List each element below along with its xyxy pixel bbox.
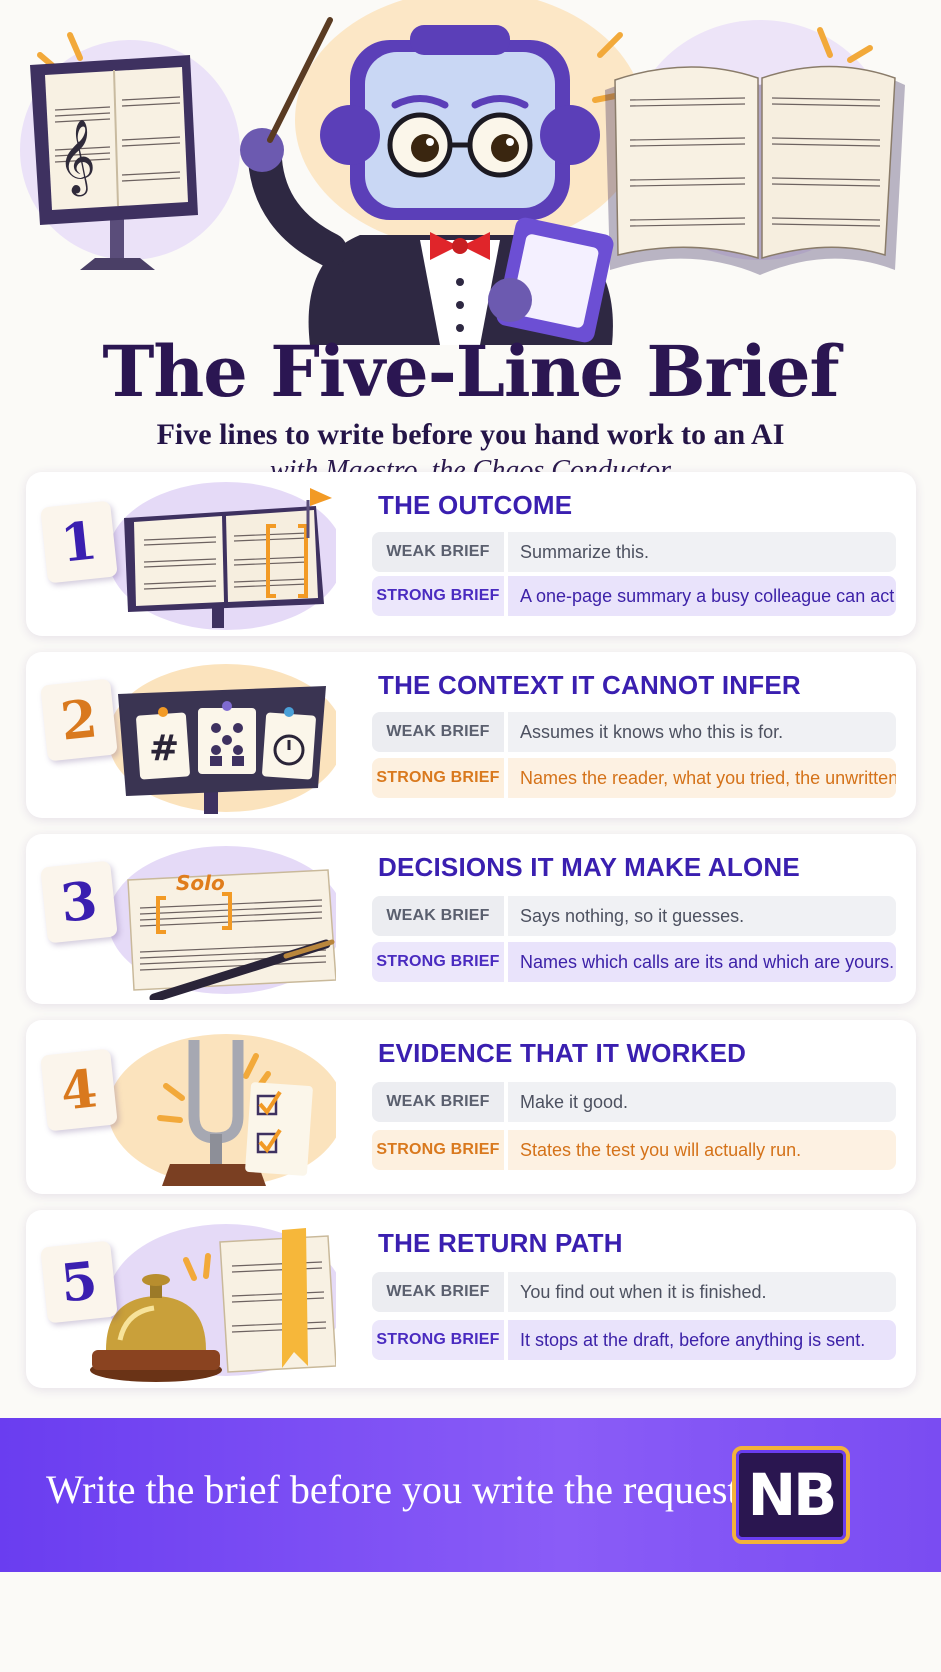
weak-brief-row: WEAK BRIEF Make it good. [372,1082,896,1122]
strong-brief-text: Names which calls are its and which are … [508,942,896,982]
weak-brief-label: WEAK BRIEF [372,712,504,752]
strong-brief-text: States the test you will actually run. [508,1130,896,1170]
weak-brief-label: WEAK BRIEF [372,896,504,936]
brief-card-1: 1 THE OUTCOME WEAK BRIEF Summarize this.… [26,472,916,636]
step-number-2: 2 [40,678,118,762]
weak-brief-row: WEAK BRIEF Summarize this. [372,532,896,572]
card-title: DECISIONS IT MAY MAKE ALONE [378,852,800,882]
strong-brief-row: STRONG BRIEF A one-page summary a busy c… [372,576,896,616]
strong-brief-text: A one-page summary a busy colleague can … [508,576,896,616]
strong-brief-row: STRONG BRIEF Names which calls are its a… [372,942,896,982]
weak-brief-text: Says nothing, so it guesses. [508,896,896,936]
score-with-baton-icon: Solo [36,840,372,1000]
page-title: The Five-Line Brief [102,330,839,413]
strong-brief-row: STRONG BRIEF It stops at the draft, befo… [372,1320,896,1360]
maestro-robot-illustration: 𝄞 [20,0,905,345]
step-number-4: 4 [40,1048,118,1132]
brief-card-3: Solo 3 DECISIONS IT MAY MAKE ALONE WEAK … [26,834,916,1004]
card-title: THE OUTCOME [378,490,573,520]
weak-brief-text: Summarize this. [508,532,896,572]
card-title: THE CONTEXT IT CANNOT INFER [378,670,801,700]
step-number-3: 3 [40,860,118,944]
step-number-1: 1 [40,500,118,584]
page-subtitle: Five lines to write before you hand work… [156,418,785,451]
open-book-right [605,65,905,275]
weak-brief-label: WEAK BRIEF [372,532,504,572]
strong-brief-label: STRONG BRIEF [372,758,504,798]
strong-brief-label: STRONG BRIEF [372,1320,504,1360]
strong-brief-row: STRONG BRIEF States the test you will ac… [372,1130,896,1170]
footer-text: Write the brief before you write the req… [46,1467,749,1512]
hero-illustration: 𝄞 [0,0,941,345]
tuning-fork-checklist-icon [36,1026,372,1192]
strong-brief-label: STRONG BRIEF [372,942,504,982]
robot-conductor [240,17,614,345]
strong-brief-text: Names the reader, what you tried, the un… [508,758,896,798]
weak-brief-text: You find out when it is finished. [508,1272,896,1312]
weak-brief-label: WEAK BRIEF [372,1082,504,1122]
brief-card-5: 5 THE RETURN PATH WEAK BRIEF You find ou… [26,1210,916,1388]
nb-logo: NB [732,1446,850,1544]
brief-card-2: # 2 THE CONTEXT IT CANNOT INFER WEAK BRI… [26,652,916,818]
svg-text:#: # [149,728,179,769]
music-stand-with-flag-icon [36,478,372,630]
weak-brief-label: WEAK BRIEF [372,1272,504,1312]
bell-and-score-icon [36,1216,372,1384]
weak-brief-row: WEAK BRIEF You find out when it is finis… [372,1272,896,1312]
svg-text:𝄞: 𝄞 [58,120,96,197]
card-title: THE RETURN PATH [378,1228,623,1258]
board-with-cards-icon: # [36,658,372,814]
weak-brief-text: Make it good. [508,1082,896,1122]
brief-card-4: 4 EVIDENCE THAT IT WORKED WEAK BRIEF Mak… [26,1020,916,1194]
bottom-strip [0,1572,941,1672]
weak-brief-row: WEAK BRIEF Assumes it knows who this is … [372,712,896,752]
strong-brief-label: STRONG BRIEF [372,1130,504,1170]
footer-banner: Write the brief before you write the req… [0,1418,941,1572]
weak-brief-row: WEAK BRIEF Says nothing, so it guesses. [372,896,896,936]
card-title: EVIDENCE THAT IT WORKED [378,1038,747,1068]
weak-brief-text: Assumes it knows who this is for. [508,712,896,752]
solo-label: Solo [176,871,225,895]
strong-brief-row: STRONG BRIEF Names the reader, what you … [372,758,896,798]
strong-brief-text: It stops at the draft, before anything i… [508,1320,896,1360]
strong-brief-label: STRONG BRIEF [372,576,504,616]
music-stand-left: 𝄞 [30,55,198,270]
step-number-5: 5 [40,1240,118,1324]
